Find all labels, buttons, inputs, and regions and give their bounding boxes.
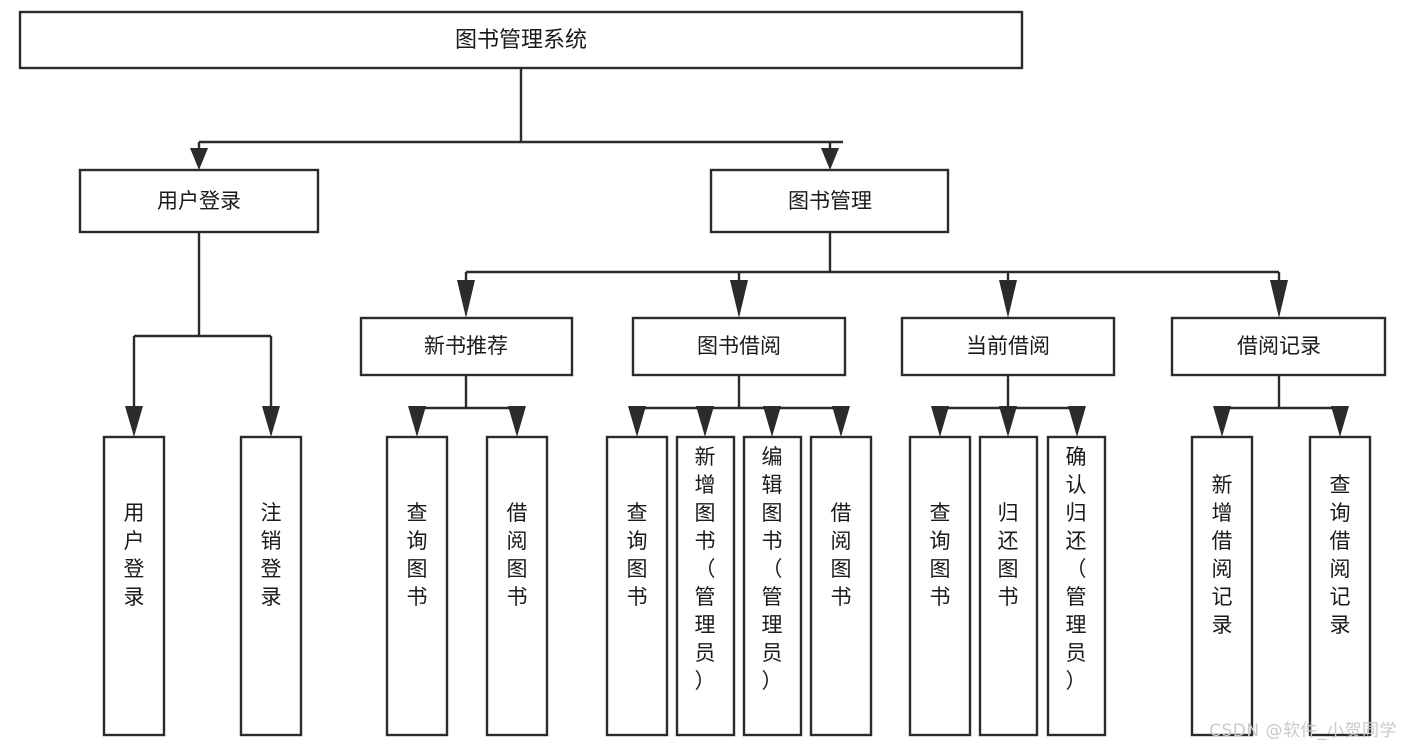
node-book-borrow[interactable]: 图书借阅	[631, 316, 847, 377]
arrowhead-leaf-bookborrow-1	[696, 406, 714, 437]
leaf-node-user-login-0[interactable]: 用户登录	[102, 435, 166, 737]
leaf-node-bookborrow-2[interactable]: 编辑图书（管理员）	[742, 435, 803, 737]
leaf-box[interactable]	[605, 435, 669, 737]
node-book-borrow-box[interactable]	[631, 316, 847, 377]
arrowhead-leaf-bookborrow-2	[763, 406, 781, 437]
arrowhead-leaf-bookborrow-3	[832, 406, 850, 437]
leaf-box[interactable]	[675, 435, 736, 737]
arrowhead-to-book-management	[821, 148, 839, 170]
node-user-login-label: 用户登录	[157, 189, 241, 213]
arrowhead-to-new-book-recommend	[457, 280, 475, 318]
arrowhead-leaf-currentborrow-1	[999, 406, 1017, 437]
arrowhead-to-user-login	[190, 148, 208, 170]
arrowhead-to-current-borrow	[999, 280, 1017, 318]
leaf-node-user-login-1[interactable]: 注销登录	[239, 435, 303, 737]
node-user-login[interactable]: 用户登录	[78, 168, 320, 234]
arrowhead-leaf-borrowrecords-0	[1213, 406, 1231, 437]
node-user-login-box[interactable]	[78, 168, 320, 234]
connector-group-book-borrow	[628, 375, 850, 437]
leaf-label: 查询图书	[930, 501, 951, 609]
arrowhead-to-book-borrow	[730, 280, 748, 318]
leaf-label: 查询借阅记录	[1330, 473, 1351, 637]
arrowhead-leaf-currentborrow-0	[931, 406, 949, 437]
leaf-label: 借阅图书	[507, 501, 528, 609]
arrowhead-leaf-newbook-0	[408, 406, 426, 437]
arrowhead-leaf-currentborrow-2	[1068, 406, 1086, 437]
node-book-management-box[interactable]	[709, 168, 950, 234]
connector-group-user-login	[125, 232, 280, 437]
leaf-box[interactable]	[908, 435, 972, 737]
node-root-label: 图书管理系统	[455, 28, 587, 53]
leaf-box[interactable]	[978, 435, 1039, 737]
leaf-node-borrowrecords-1[interactable]: 查询借阅记录	[1308, 435, 1372, 737]
leaf-label: 新增借阅记录	[1212, 473, 1233, 637]
leaf-label: 注销登录	[261, 501, 282, 609]
leaf-box[interactable]	[1190, 435, 1254, 737]
leaf-box[interactable]	[239, 435, 303, 737]
arrowhead-to-borrow-records	[1270, 280, 1288, 318]
connector-group-root	[190, 68, 843, 170]
leaf-label: 查询图书	[627, 501, 648, 609]
connector-group-borrow-records	[1213, 375, 1349, 437]
arrowhead-leaf-user-login-1	[262, 406, 280, 437]
leaf-node-bookborrow-1[interactable]: 新增图书（管理员）	[675, 435, 736, 737]
leaf-node-currentborrow-1[interactable]: 归还图书	[978, 435, 1039, 737]
connector-group-current-borrow	[931, 375, 1086, 437]
arrowhead-leaf-borrowrecords-1	[1331, 406, 1349, 437]
leaf-label: 新增图书（管理员）	[695, 445, 716, 693]
connector-group-new-book-recommend	[408, 375, 526, 437]
leaf-label: 查询图书	[407, 501, 428, 609]
node-borrow-records-box[interactable]	[1170, 316, 1387, 377]
node-current-borrow-label: 当前借阅	[966, 334, 1050, 358]
leaf-label: 确认归还（管理员）	[1066, 445, 1087, 693]
node-book-management[interactable]: 图书管理	[709, 168, 950, 234]
leaf-box[interactable]	[1308, 435, 1372, 737]
leaf-node-currentborrow-0[interactable]: 查询图书	[908, 435, 972, 737]
leaf-node-currentborrow-2[interactable]: 确认归还（管理员）	[1046, 435, 1107, 737]
arrowhead-leaf-user-login-0	[125, 406, 143, 437]
leaf-node-bookborrow-3[interactable]: 借阅图书	[809, 435, 873, 737]
leaf-box[interactable]	[102, 435, 166, 737]
arrowhead-leaf-bookborrow-0	[628, 406, 646, 437]
connector-group-book-management	[457, 232, 1288, 318]
node-book-borrow-label: 图书借阅	[697, 334, 781, 358]
leaf-node-newbook-0[interactable]: 查询图书	[385, 435, 449, 737]
leaf-box[interactable]	[1046, 435, 1107, 737]
leaf-box[interactable]	[742, 435, 803, 737]
node-borrow-records-label: 借阅记录	[1237, 334, 1321, 358]
leaf-node-borrowrecords-0[interactable]: 新增借阅记录	[1190, 435, 1254, 737]
leaf-box[interactable]	[809, 435, 873, 737]
leaf-box[interactable]	[485, 435, 549, 737]
leaf-box[interactable]	[385, 435, 449, 737]
leaf-label: 用户登录	[124, 501, 145, 609]
node-current-borrow-box[interactable]	[900, 316, 1116, 377]
node-root-system[interactable]: 图书管理系统	[18, 10, 1024, 70]
node-current-borrow[interactable]: 当前借阅	[900, 316, 1116, 377]
arrowhead-leaf-newbook-1	[508, 406, 526, 437]
node-new-book-recommend-box[interactable]	[359, 316, 574, 377]
leaf-node-bookborrow-0[interactable]: 查询图书	[605, 435, 669, 737]
node-new-book-recommend-label: 新书推荐	[424, 334, 508, 358]
leaf-label: 编辑图书（管理员）	[762, 445, 783, 693]
leaf-node-newbook-1[interactable]: 借阅图书	[485, 435, 549, 737]
node-borrow-records[interactable]: 借阅记录	[1170, 316, 1387, 377]
node-root-box[interactable]	[18, 10, 1024, 70]
leaf-label: 归还图书	[998, 501, 1019, 609]
leaf-label: 借阅图书	[831, 501, 852, 609]
node-book-management-label: 图书管理	[788, 189, 872, 213]
node-new-book-recommend[interactable]: 新书推荐	[359, 316, 574, 377]
